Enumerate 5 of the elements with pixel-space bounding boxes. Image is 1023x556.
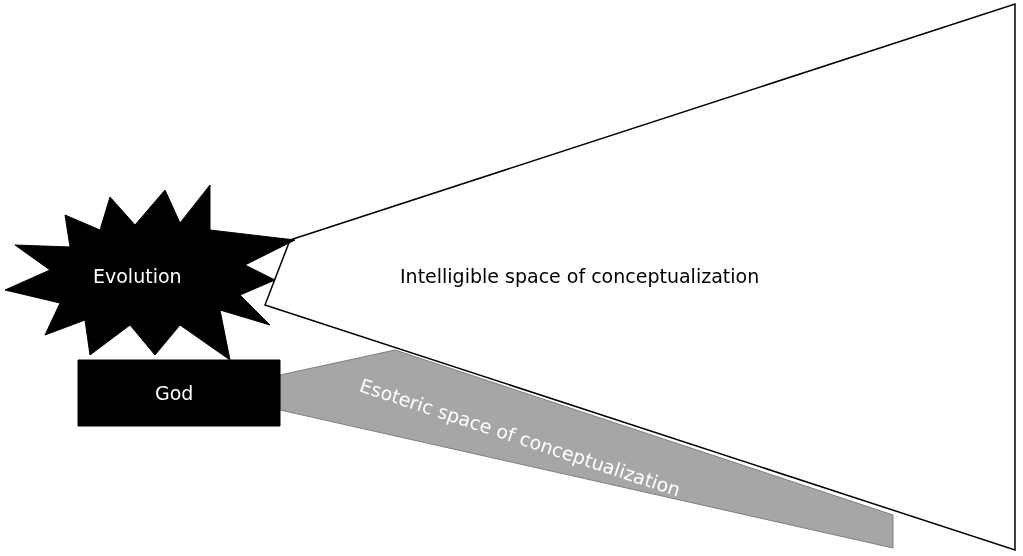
wedge-shape: [278, 348, 896, 550]
god-box: [78, 360, 280, 426]
node-label: Evolution: [93, 265, 182, 287]
node-label: Intelligible space of conceptualization: [400, 265, 760, 287]
node-label: God: [155, 382, 194, 404]
